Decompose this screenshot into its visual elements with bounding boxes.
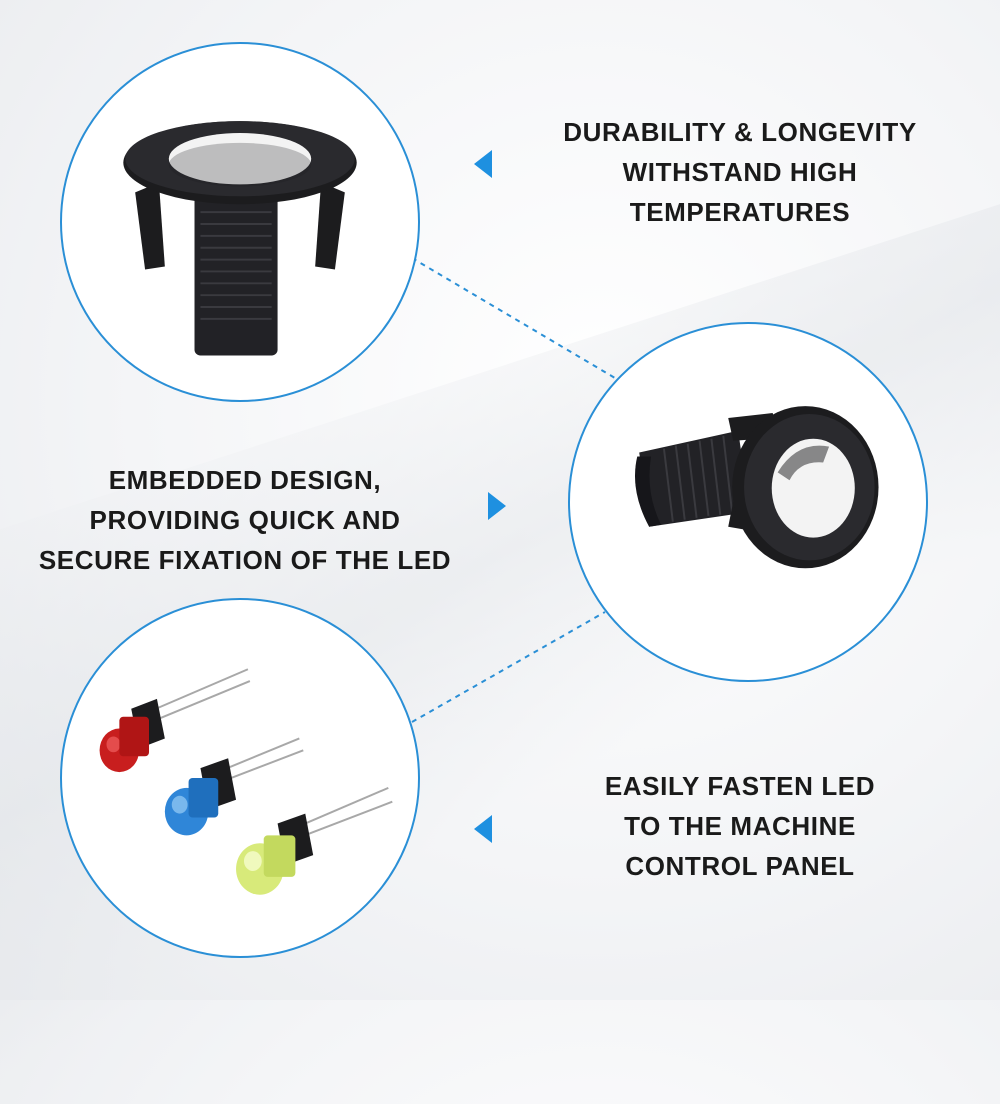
product-closeup-circle-top <box>60 42 420 402</box>
arrow-left-icon <box>474 815 492 843</box>
caption-line: TEMPERATURES <box>629 197 851 227</box>
caption-line: CONTROL PANEL <box>625 851 855 881</box>
caption-line: DURABILITY & LONGEVITY <box>563 117 917 147</box>
leds-in-holders-circle-bottom <box>60 598 420 958</box>
feature-caption-durability: DURABILITY & LONGEVITY WITHSTAND HIGH TE… <box>530 112 950 232</box>
feature-caption-easy-fasten: EASILY FASTEN LED TO THE MACHINE CONTROL… <box>530 766 950 886</box>
product-sideview-circle-middle <box>568 322 928 682</box>
leds-with-holders-image <box>99 668 393 895</box>
caption-line: EMBEDDED DESIGN, <box>108 465 382 495</box>
arrow-right-icon <box>488 492 506 520</box>
feature-caption-embedded-design: EMBEDDED DESIGN, PROVIDING QUICK AND SEC… <box>10 460 480 580</box>
caption-line: WITHSTAND HIGH <box>622 157 858 187</box>
caption-line: TO THE MACHINE <box>624 811 856 841</box>
caption-line: EASILY FASTEN LED <box>604 771 876 801</box>
caption-line: PROVIDING QUICK AND <box>89 505 401 535</box>
arrow-left-icon <box>474 150 492 178</box>
caption-line: SECURE FIXATION OF THE LED <box>38 545 452 575</box>
led-holder-side-image <box>634 406 879 569</box>
led-holder-front-image <box>123 121 357 356</box>
